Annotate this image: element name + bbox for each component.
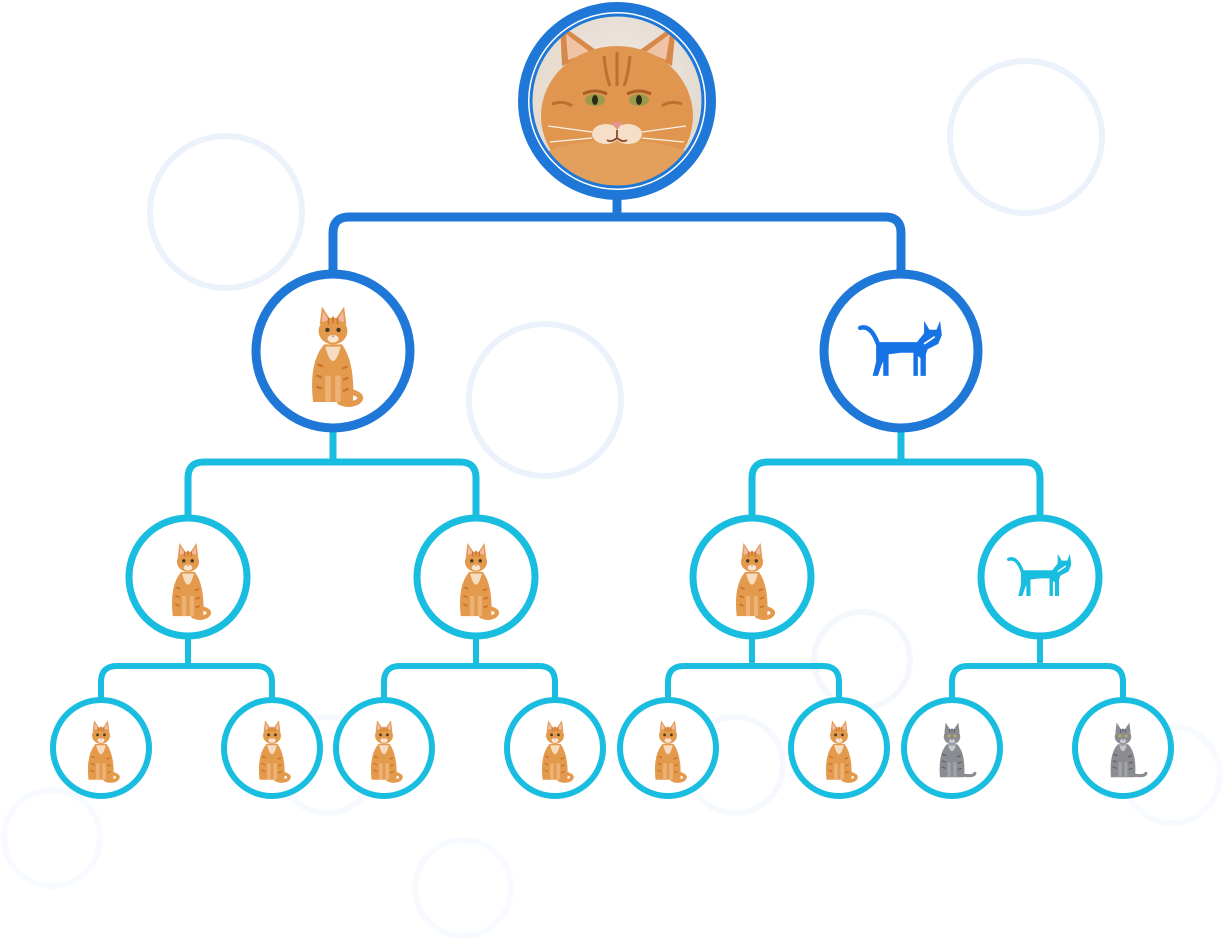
orange-cat-face-photo-icon	[531, 15, 703, 187]
tree-node-level-3	[1072, 697, 1174, 799]
tree-node-level-2	[125, 514, 251, 640]
orange-cat-photo-icon	[541, 720, 574, 783]
decor-ring	[147, 133, 305, 291]
orange-cat-photo-icon	[171, 543, 212, 620]
orange-cat-photo-icon	[459, 543, 500, 620]
tree-node-level-3	[221, 697, 323, 799]
orange-cat-photo-icon	[735, 543, 776, 620]
orange-cat-photo-icon	[654, 720, 687, 783]
nodes	[50, 2, 1174, 799]
tree-node-level-3	[504, 697, 606, 799]
tree-node-level-3	[333, 697, 435, 799]
decor-ring	[412, 837, 514, 939]
tree-node-level-3	[788, 697, 890, 799]
tree-node-level-2	[413, 514, 539, 640]
connectors	[98, 190, 1126, 703]
cat-silhouette-icon	[857, 320, 942, 376]
decor-ring	[947, 58, 1105, 216]
orange-cat-photo-icon	[87, 720, 120, 783]
grey-cat-photo-icon	[1110, 722, 1148, 778]
cat-silhouette-icon	[1007, 553, 1072, 597]
tree-node-level-0	[518, 2, 716, 200]
orange-cat-photo-icon	[258, 720, 291, 783]
decor-ring	[466, 321, 624, 479]
tree-node-level-3	[617, 697, 719, 799]
orange-cat-photo-icon	[312, 306, 364, 408]
orange-cat-photo-icon	[370, 720, 403, 783]
tree-node-level-3	[901, 697, 1003, 799]
tree-node-level-2	[977, 514, 1103, 640]
tree-connector	[328, 190, 906, 279]
tree-node-level-3	[50, 697, 152, 799]
tree-node-level-2	[689, 514, 815, 640]
tree-node-level-1	[819, 269, 983, 433]
grey-cat-photo-icon	[939, 722, 977, 778]
decor-ring	[811, 609, 913, 711]
decor-ring	[1, 787, 103, 889]
tree-node-level-1	[251, 269, 415, 433]
orange-cat-photo-icon	[825, 720, 858, 783]
